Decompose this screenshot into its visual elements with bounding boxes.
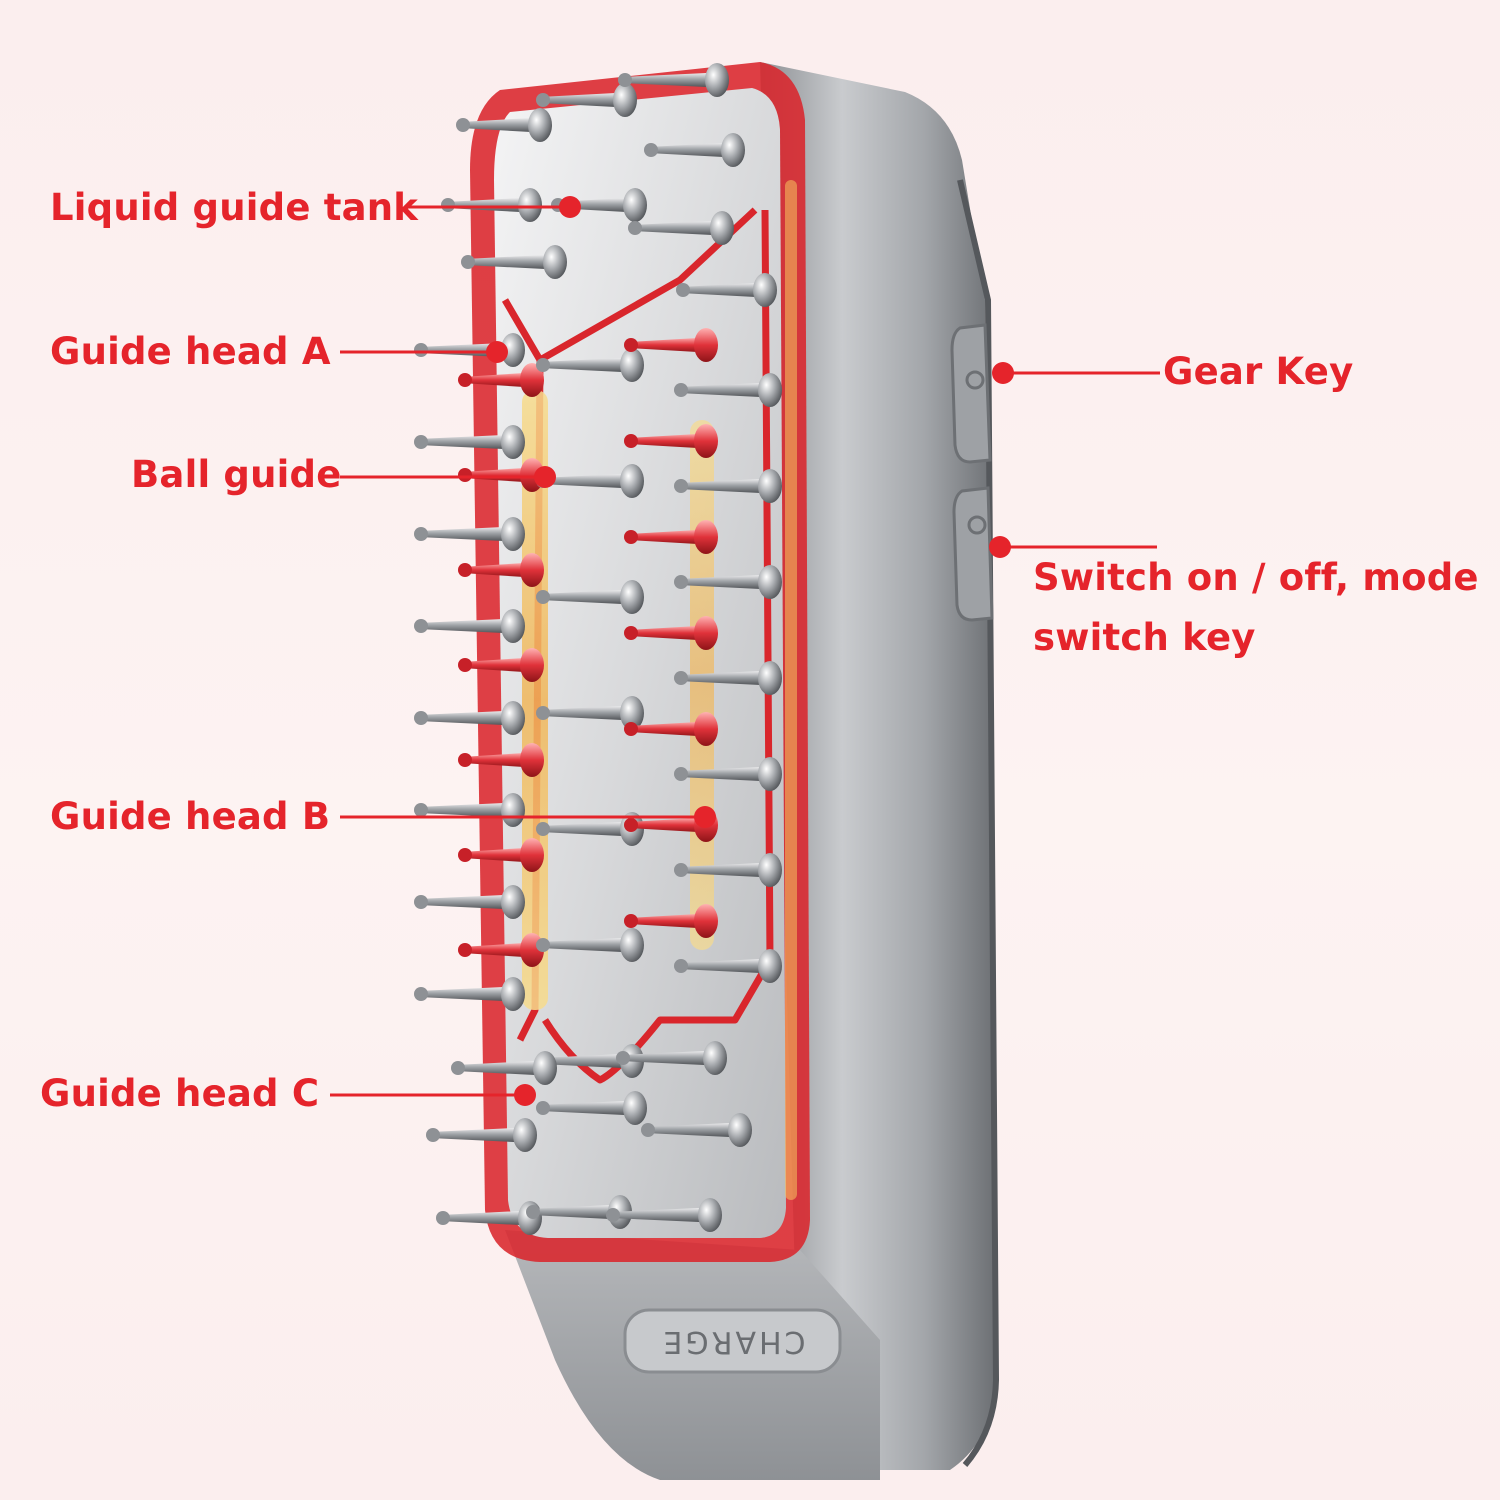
charge-port (623, 1308, 842, 1374)
comb-pin (674, 661, 782, 695)
label-switch-key: Switch on / off, mode switch key (1033, 556, 1479, 659)
light-pin (624, 712, 718, 746)
comb-pin (441, 188, 542, 222)
label-ball-guide: Ball guide (131, 453, 342, 496)
leader-lines (330, 196, 1160, 1106)
comb-pin (536, 83, 637, 117)
comb-pin (674, 853, 782, 887)
light-pin (458, 363, 544, 397)
leader-dot-guide-head-c (514, 1084, 536, 1106)
charge-port-label: CHARGE (660, 1324, 805, 1359)
comb-pin (674, 469, 782, 503)
comb-pins (414, 63, 782, 1235)
label-guide-head-a: Guide head A (50, 330, 331, 373)
light-pin (458, 648, 544, 682)
switch-key-button[interactable] (952, 486, 994, 622)
comb-pin (414, 793, 525, 827)
comb-pin (414, 609, 525, 643)
comb-pin (606, 1198, 722, 1232)
comb-pin (451, 1051, 557, 1085)
light-pin (624, 424, 718, 458)
light-pin (458, 743, 544, 777)
light-pin (624, 520, 718, 554)
comb-pin (456, 108, 552, 142)
label-guide-head-b: Guide head B (50, 795, 331, 838)
light-pin (624, 616, 718, 650)
comb-pin (414, 517, 525, 551)
comb-pin (628, 211, 734, 245)
comb-pin (536, 928, 644, 962)
device-side-panel (760, 62, 995, 1470)
comb-pin (618, 63, 729, 97)
comb-pin (676, 273, 777, 307)
comb-pin (674, 949, 782, 983)
leader-dot-guide-head-a (486, 341, 508, 363)
comb-pin (414, 425, 525, 459)
label-liquid-guide-tank: Liquid guide tank (50, 186, 419, 229)
leader-dot-switch-key (989, 536, 1011, 558)
comb-pin (616, 1041, 727, 1075)
leader-dot-ball-guide (534, 466, 556, 488)
leader-dot-gear-key (992, 362, 1014, 384)
comb-pin (674, 373, 782, 407)
comb-pin (536, 348, 644, 382)
comb-pin (674, 757, 782, 791)
comb-pin (414, 701, 525, 735)
label-guide-head-c: Guide head C (40, 1072, 320, 1115)
light-pin (458, 553, 544, 587)
comb-pin (536, 696, 644, 730)
comb-pin (461, 245, 567, 279)
leader-dot-liquid-guide-tank (559, 196, 581, 218)
comb-pin (536, 1091, 647, 1125)
light-pin (624, 328, 718, 362)
gear-key-button[interactable] (950, 323, 992, 464)
comb-pin (414, 977, 525, 1011)
label-gear-key: Gear Key (1163, 350, 1354, 393)
device-side-edge (957, 179, 1000, 1467)
comb-face (494, 88, 786, 1238)
comb-pin (641, 1113, 752, 1147)
comb-pin (674, 565, 782, 599)
light-pin (458, 933, 544, 967)
glow-strip-edge (785, 180, 797, 1200)
comb-pin (644, 133, 745, 167)
comb-pin (536, 464, 644, 498)
comb-pin (414, 885, 525, 919)
comb-pin (426, 1118, 537, 1152)
light-pin (624, 904, 718, 938)
comb-pin (536, 580, 644, 614)
leader-dot-guide-head-b (694, 806, 716, 828)
light-pin (458, 838, 544, 872)
comb-pin (414, 333, 525, 367)
